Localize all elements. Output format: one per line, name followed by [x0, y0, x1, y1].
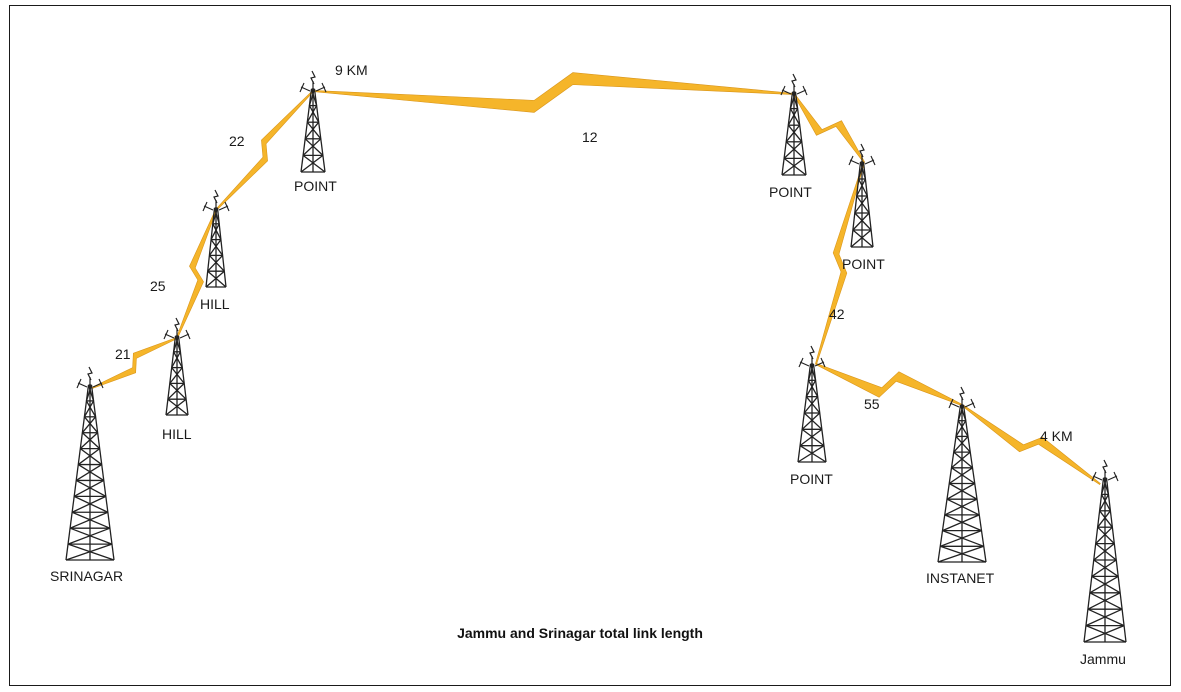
- tower-label-hill1: HILL: [162, 426, 192, 442]
- tower-label-instanet: INSTANET: [926, 570, 995, 586]
- link-point4-instanet: [815, 363, 963, 406]
- link-label-21: 21: [115, 346, 131, 362]
- link-label-9km: 9 KM: [335, 62, 368, 78]
- tower-jammu: [1083, 459, 1127, 643]
- diagram-caption: Jammu and Srinagar total link length: [457, 625, 703, 641]
- link-srinagar-hill1: [91, 337, 178, 389]
- tower-label-point2: POINT: [769, 184, 812, 200]
- diagram-frame: [9, 5, 1171, 686]
- tower-label-hill2: HILL: [200, 296, 230, 312]
- tower-srinagar: [65, 366, 115, 561]
- link-label-4km: 4 KM: [1040, 428, 1073, 444]
- link-point2-point3: [793, 93, 865, 163]
- tower-label-point3: POINT: [842, 256, 885, 272]
- tower-point2: [780, 73, 808, 176]
- link-label-22: 22: [229, 133, 245, 149]
- link-label-25: 25: [150, 278, 166, 294]
- tower-label-point4: POINT: [790, 471, 833, 487]
- link-label-12: 12: [582, 129, 598, 145]
- link-label-55: 55: [864, 396, 880, 412]
- tower-label-srinagar: SRINAGAR: [50, 568, 124, 584]
- tower-label-point1: POINT: [294, 178, 337, 194]
- tower-point3: [848, 143, 876, 248]
- link-point1-point2: [312, 72, 795, 113]
- link-instanet-jammu: [961, 404, 1101, 485]
- tower-point1: [299, 70, 327, 173]
- link-label-42: 42: [829, 306, 845, 322]
- tower-hill2: [202, 189, 230, 288]
- tower-hill1: [163, 317, 191, 416]
- tower-label-jammu: Jammu: [1080, 651, 1126, 667]
- tower-point4: [797, 345, 827, 463]
- tower-instanet: [937, 386, 987, 563]
